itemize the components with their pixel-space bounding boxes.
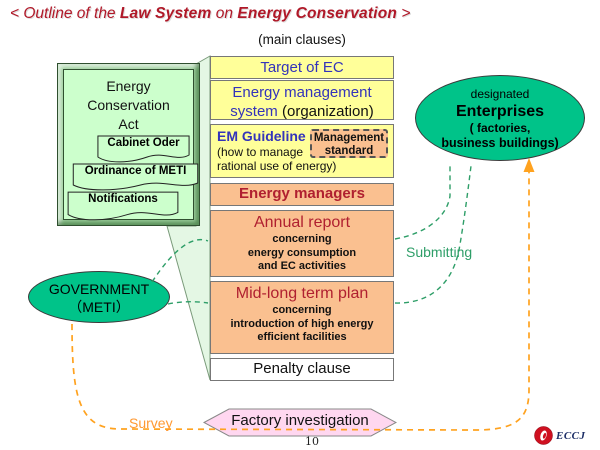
factory-investigation-hexagon: Factory investigation (203, 408, 397, 437)
connector-government-to-annual-report (151, 239, 209, 283)
document-label: Cabinet Oder (107, 137, 180, 149)
clause-line: efficient facilities (257, 331, 347, 343)
title-segment-law-system: Law System (119, 5, 212, 22)
hexagon-label: Factory investigation (231, 412, 369, 429)
eccj-logo-icon (534, 426, 553, 445)
clause-line: energy consumption (247, 246, 357, 259)
eccj-logo-text: ECCJ (556, 429, 586, 442)
government-ellipse: GOVERNMENT （METI） (28, 271, 170, 323)
clause-heading: Mid-long term plan (235, 285, 369, 302)
clause-line: Energy management (232, 84, 372, 101)
document-shape-notifications: Notifications (67, 191, 179, 221)
page-title: < Outline of the Law System on Energy Co… (10, 5, 596, 23)
clause-line: concerning (272, 233, 332, 245)
page-number: 10 (305, 435, 319, 448)
survey-label: Survey (129, 415, 173, 431)
clause-annual-report: Annual report concerning energy consumpt… (210, 210, 394, 277)
clause-penalty: Penalty clause (210, 358, 394, 381)
enterprises-ellipse: designated Enterprises ( factories, busi… (415, 75, 585, 161)
clause-line: and EC activities (257, 260, 347, 272)
title-segment-energy-conservation: Energy Conservation (237, 5, 398, 22)
title-segment: on (211, 5, 238, 22)
government-line: （METI） (68, 299, 130, 315)
management-standard-box: Management standard (310, 129, 388, 158)
clause-line: concerning (272, 304, 332, 316)
document-shape-ordinance-meti: Ordinance of METI (72, 163, 199, 191)
government-line: GOVERNMENT (48, 281, 150, 297)
eccj-logo: ECCJ (534, 426, 586, 445)
survey-arrowhead (523, 158, 535, 172)
em-guideline-desc: (how to manage (217, 145, 304, 159)
enterprises-line: ( factories, (469, 121, 531, 135)
document-label: Notifications (88, 193, 158, 205)
em-guideline-title: EM Guideline (217, 128, 306, 144)
clause-target-of-ec: Target of EC (210, 56, 394, 79)
connector-annual-report-to-enterprises (394, 164, 451, 240)
main-clauses-label: (main clauses) (258, 32, 346, 47)
enterprises-line: designated (470, 87, 530, 101)
clause-label: Penalty clause (253, 360, 351, 377)
clause-line: system (organization) (211, 102, 393, 121)
enterprises-line: business buildings) (441, 136, 559, 150)
clause-heading: Annual report (253, 214, 351, 231)
enterprises-line: Enterprises (455, 103, 545, 120)
clause-mid-long-term-plan: Mid-long term plan concerning introducti… (210, 281, 394, 354)
clause-em-guideline: EM Guideline (how to manage rational use… (210, 124, 394, 178)
act-title: Energy Conservation Act (87, 78, 170, 132)
clause-label: Energy managers (239, 185, 365, 202)
connector-midlong-plan-to-enterprises (394, 165, 472, 304)
title-segment: < Outline of the (10, 5, 120, 22)
clause-line-part: (organization) (281, 103, 374, 120)
clause-energy-management-system: Energy management system (organization) (210, 80, 394, 120)
document-label: Ordinance of METI (84, 165, 187, 177)
em-guideline-desc: rational use of energy) (217, 159, 337, 173)
submitting-label: Submitting (406, 244, 473, 260)
clause-energy-managers: Energy managers (210, 183, 394, 206)
clause-line: introduction of high energy (230, 317, 374, 330)
document-shape-cabinet-order: Cabinet Oder (97, 135, 190, 163)
clause-label: Target of EC (260, 59, 344, 76)
title-segment: > (397, 5, 411, 22)
clause-line-part: system (230, 103, 282, 120)
connector-government-to-midlong-plan (167, 301, 209, 305)
